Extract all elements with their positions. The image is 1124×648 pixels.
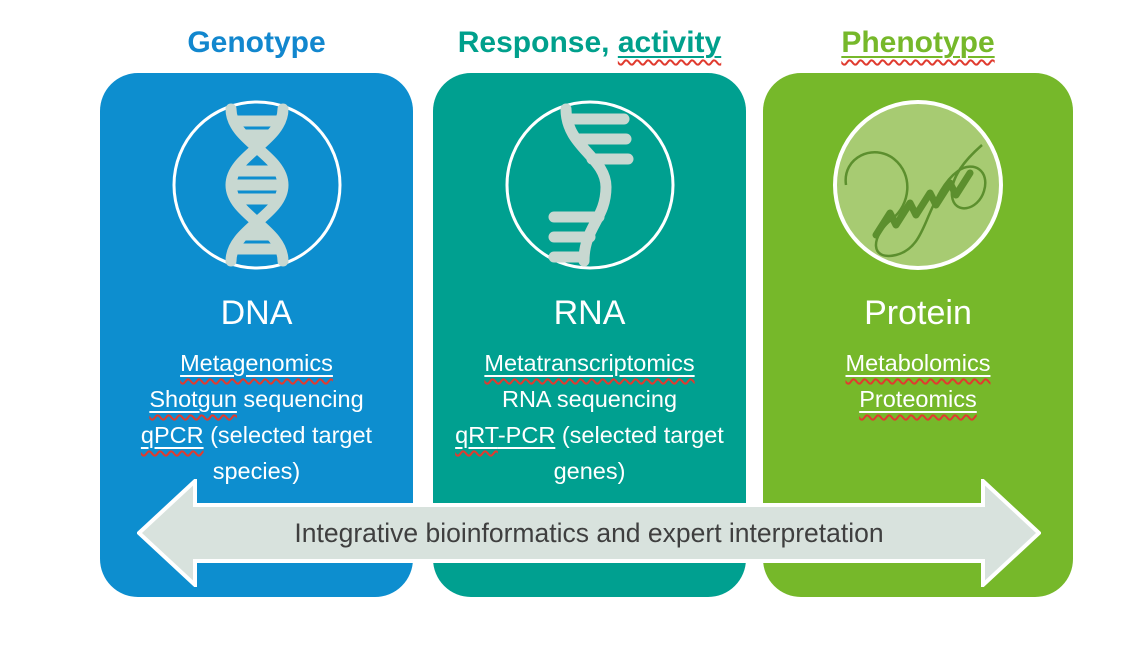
- double-arrow-shape: [136, 476, 1042, 590]
- rna-strand-icon: [504, 99, 676, 271]
- molecule-label: DNA: [220, 294, 293, 332]
- method-item: qRT-PCR (selected target genes): [455, 422, 724, 484]
- method-item: Metagenomics: [180, 350, 333, 376]
- method-item: Shotgun sequencing: [149, 386, 364, 412]
- integration-arrow-label: Integrative bioinformatics and expert in…: [294, 517, 884, 548]
- column-title: Genotype: [187, 26, 326, 59]
- method-item: Metabolomics: [845, 350, 991, 376]
- integration-arrow: [136, 476, 1042, 590]
- column-title: Phenotype: [841, 26, 995, 59]
- method-item: qPCR (selected target species): [140, 422, 373, 484]
- molecule-label: Protein: [864, 294, 972, 332]
- method-item: Metatranscriptomics: [484, 350, 695, 376]
- method-item: Proteomics: [859, 386, 977, 412]
- column-title: Response, activity: [457, 26, 722, 59]
- dna-helix-icon: [171, 99, 343, 271]
- protein-coil-icon: [832, 99, 1004, 271]
- method-item: RNA sequencing: [501, 386, 678, 412]
- molecule-label: RNA: [553, 294, 626, 332]
